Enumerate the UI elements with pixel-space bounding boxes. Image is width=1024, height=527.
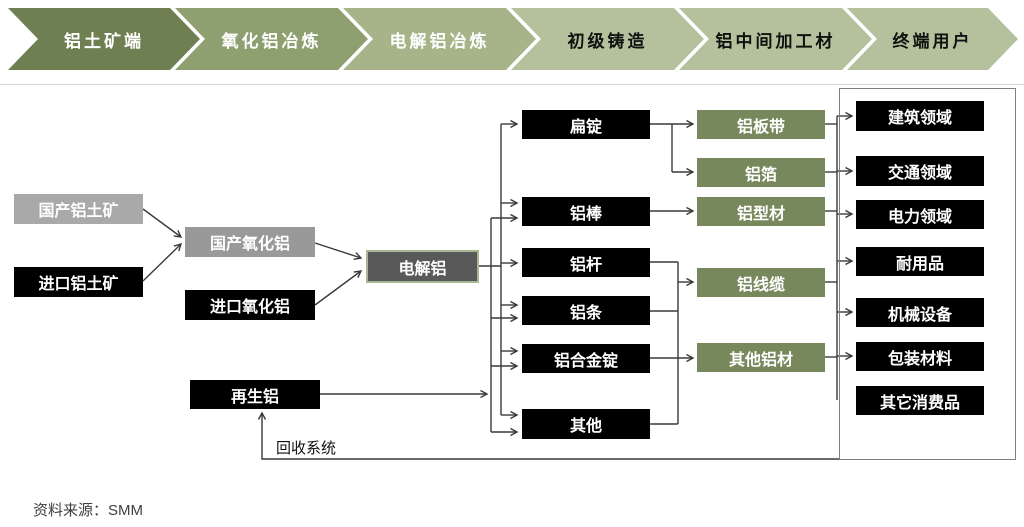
node-other-castings: 其他 bbox=[522, 409, 650, 439]
node-aluminum-bar: 铝棒 bbox=[522, 197, 650, 226]
node-electrolytic-aluminum: 电解铝 bbox=[366, 250, 479, 283]
flow-arrow bbox=[142, 242, 183, 282]
banner-divider bbox=[0, 84, 1024, 85]
node-label: 机械设备 bbox=[887, 306, 952, 324]
node-aluminum-rod: 铝杆 bbox=[522, 248, 650, 277]
node-transportation: 交通领域 bbox=[856, 156, 984, 186]
node-recycled-aluminum: 再生铝 bbox=[190, 380, 320, 409]
node-label: 其它消费品 bbox=[879, 394, 960, 412]
node-label: 其他 bbox=[569, 418, 602, 435]
flow-arrow bbox=[142, 208, 183, 238]
node-label: 交通领域 bbox=[887, 165, 952, 182]
node-aluminum-alloy-ingot: 铝合金锭 bbox=[522, 344, 650, 373]
node-imported-bauxite: 进口铝土矿 bbox=[14, 267, 143, 297]
node-label: 国产铝土矿 bbox=[38, 203, 119, 220]
recycle-system-label: 回收系统 bbox=[276, 440, 337, 457]
node-label: 耐用品 bbox=[895, 255, 944, 273]
node-label: 电力领域 bbox=[887, 208, 952, 226]
stage-chevron-3: 电解铝冶炼 bbox=[343, 8, 536, 70]
node-imported-alumina: 进口氧化铝 bbox=[185, 290, 315, 320]
node-aluminum-cable: 铝线缆 bbox=[697, 268, 825, 297]
stage-label: 电解铝冶炼 bbox=[389, 31, 490, 51]
stage-label: 氧化铝冶炼 bbox=[221, 31, 322, 51]
stage-chevron-4: 初级铸造 bbox=[511, 8, 704, 70]
node-domestic-bauxite: 国产铝土矿 bbox=[14, 194, 143, 224]
stage-label: 终端用户 bbox=[892, 31, 973, 51]
node-flat-ingot: 扁锭 bbox=[522, 110, 650, 139]
node-label: 电解铝 bbox=[398, 260, 447, 278]
stage-chevron-5: 铝中间加工材 bbox=[679, 8, 872, 70]
node-label: 建筑领域 bbox=[887, 110, 952, 127]
node-construction: 建筑领域 bbox=[856, 101, 984, 131]
node-aluminum-plate-strip: 铝板带 bbox=[697, 110, 825, 139]
node-label: 进口氧化铝 bbox=[209, 299, 290, 316]
node-label: 国产氧化铝 bbox=[209, 236, 290, 253]
node-machinery: 机械设备 bbox=[856, 298, 984, 327]
node-power: 电力领域 bbox=[856, 200, 984, 229]
node-other-consumer-goods: 其它消费品 bbox=[856, 386, 984, 415]
node-aluminum-strip: 铝条 bbox=[522, 296, 650, 325]
node-durables: 耐用品 bbox=[856, 247, 984, 276]
node-label: 进口铝土矿 bbox=[38, 276, 119, 293]
node-packaging: 包装材料 bbox=[856, 342, 984, 371]
source-note: 资料来源：SMM bbox=[33, 502, 143, 519]
node-label: 铝型材 bbox=[736, 205, 785, 223]
node-aluminum-foil: 铝箔 bbox=[697, 158, 825, 187]
node-label: 其他铝材 bbox=[728, 351, 793, 369]
node-label: 铝条 bbox=[569, 304, 602, 322]
node-other-aluminum: 其他铝材 bbox=[697, 343, 825, 372]
node-label: 铝线缆 bbox=[736, 276, 785, 294]
flow-arrow bbox=[257, 411, 839, 460]
node-label: 扁锭 bbox=[569, 118, 602, 136]
stage-label: 铝土矿端 bbox=[64, 31, 144, 51]
stage-label: 初级铸造 bbox=[567, 31, 648, 51]
stage-chevron-1: 铝土矿端 bbox=[8, 8, 200, 70]
flow-arrow bbox=[314, 270, 363, 306]
node-label: 包装材料 bbox=[887, 350, 952, 368]
node-label: 铝箔 bbox=[744, 166, 777, 184]
node-aluminum-profile: 铝型材 bbox=[697, 197, 825, 226]
node-label: 铝板带 bbox=[736, 118, 785, 136]
node-label: 铝合金锭 bbox=[553, 352, 618, 370]
node-label: 铝棒 bbox=[569, 205, 602, 223]
stage-label: 铝中间加工材 bbox=[715, 31, 836, 51]
node-domestic-alumina: 国产氧化铝 bbox=[185, 227, 315, 257]
node-label: 铝杆 bbox=[569, 256, 602, 274]
end-user-panel bbox=[839, 88, 1016, 460]
node-label: 再生铝 bbox=[230, 388, 279, 406]
flow-arrow bbox=[314, 242, 363, 261]
stage-chevron-2: 氧化铝冶炼 bbox=[175, 8, 368, 70]
